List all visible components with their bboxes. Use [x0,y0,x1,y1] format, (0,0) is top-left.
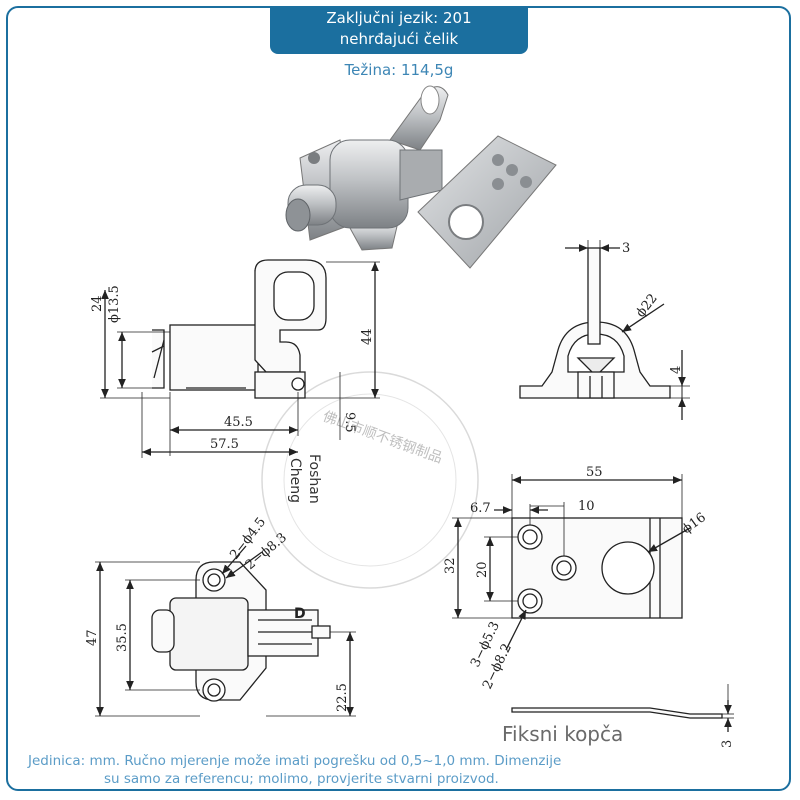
dim-44: 44 [360,328,375,345]
dim-4: 4 [669,366,684,374]
plate-view [452,474,734,732]
dim-57-5: 57.5 [210,437,239,452]
end-view [519,240,690,420]
banner-line-1: Zaključni jezik: 201 [326,9,472,27]
strike-plate-photo [417,135,557,269]
top-view [95,545,356,717]
note-line-1: Jedinica: mm. Ručno mjerenje može imati … [28,753,562,769]
watermark-foshan: Foshan [306,454,322,504]
dim-20: 20 [475,561,490,578]
material-banner: Zaključni jezik: 201 nehrđajući čelik [270,6,528,54]
dim-9-5: 9.5 [342,412,357,433]
side-view [100,259,380,458]
measurement-note: Jedinica: mm. Ručno mjerenje može imati … [28,752,648,788]
dim-32: 32 [443,557,458,574]
note-line-2: su samo za referencu; molimo, provjerite… [104,771,499,787]
dim-6-7: 6.7 [470,501,491,516]
product-photo [285,85,557,269]
dim-3-top: 3 [622,241,630,256]
dim-phi-22: ϕ22 [633,291,660,320]
dim-45-5: 45.5 [224,415,253,430]
banner-line-2: nehrđajući čelik [339,30,459,48]
dim-phi-13-5: ϕ13.5 [107,285,122,323]
strike-plate-caption: Fiksni kopča [502,722,624,746]
dim-phi-16: ϕ16 [680,510,709,537]
dim-35-5: 35.5 [115,623,130,652]
dim-3-edge: 3 [720,740,735,748]
latch-photo [285,85,449,251]
dim-22-5: 22.5 [335,683,350,712]
watermark-chinese: 佛山市顺不锈钢制品 [321,408,445,467]
dim-24: 24 [90,295,105,312]
watermark-cheng: Cheng [287,458,303,503]
dim-55: 55 [586,465,603,480]
mark-d: D [294,606,306,622]
weight-label: Težina: 114,5g [344,61,454,79]
dim-10: 10 [578,499,595,514]
dim-47: 47 [85,629,100,646]
